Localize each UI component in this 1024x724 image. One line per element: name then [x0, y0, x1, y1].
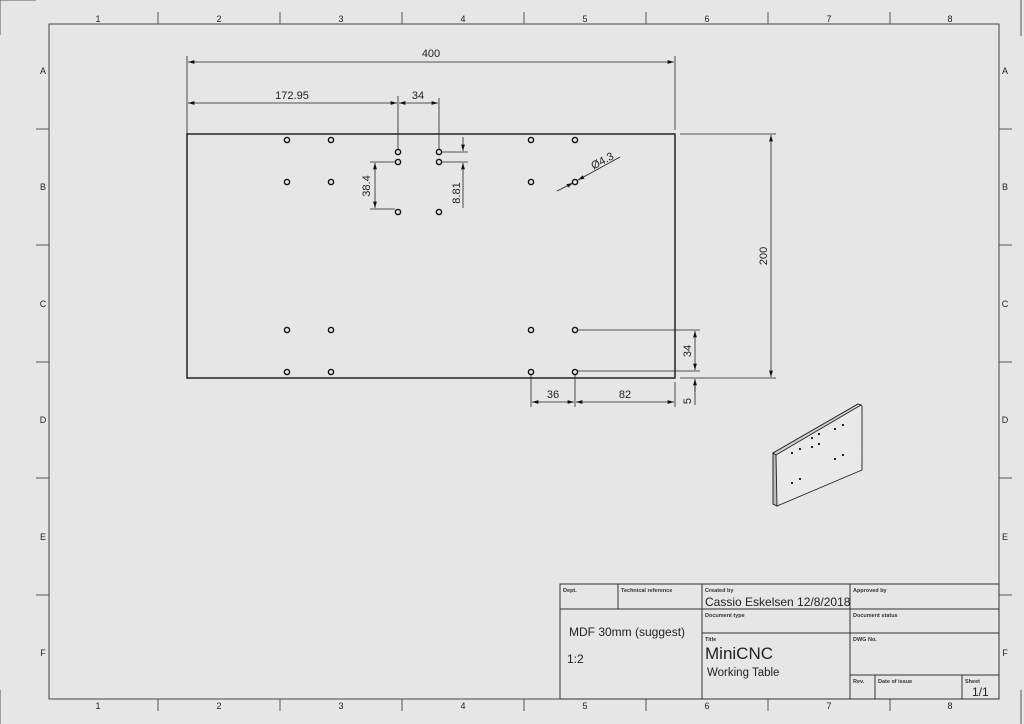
svg-text:5: 5	[582, 701, 587, 711]
svg-text:4: 4	[460, 14, 465, 24]
tb-title-label: Title	[705, 637, 716, 643]
svg-text:5: 5	[582, 14, 587, 24]
svg-text:1: 1	[95, 14, 100, 24]
zone-ticks	[36, 12, 1012, 711]
svg-text:E: E	[40, 532, 46, 542]
svg-text:A: A	[1002, 66, 1008, 76]
dim-offset-left: 172.95	[275, 90, 309, 102]
working-table-plate	[186, 133, 676, 379]
svg-text:6: 6	[704, 701, 709, 711]
tb-title-value: MiniCNC	[705, 644, 773, 663]
tb-created-by-label: Created by	[705, 588, 734, 594]
svg-text:1: 1	[95, 701, 100, 711]
tb-sheet-value: 1/1	[972, 685, 989, 699]
dim-edge-offset: 5	[682, 398, 694, 404]
tb-sheet-label: Sheet	[965, 679, 980, 685]
svg-text:F: F	[40, 648, 46, 658]
tb-subtitle-value: Working Table	[707, 667, 779, 679]
svg-text:2: 2	[216, 14, 221, 24]
dimension-lines	[186, 56, 776, 407]
tb-material: MDF 30mm (suggest)	[569, 625, 685, 639]
tb-scale: 1:2	[567, 652, 584, 666]
svg-text:7: 7	[826, 14, 831, 24]
svg-text:E: E	[1002, 532, 1008, 542]
tb-doc-type-label: Document type	[705, 613, 745, 619]
svg-text:C: C	[1002, 299, 1009, 309]
dimension-labels: 400 172.95 34 38.4 8.81 Ø4.3 200 34 5 36…	[275, 48, 770, 404]
dim-hole-pair-x: 36	[547, 389, 559, 401]
tb-rev-label: Rev.	[853, 679, 865, 685]
svg-text:A: A	[40, 66, 46, 76]
svg-text:3: 3	[338, 701, 343, 711]
svg-text:2: 2	[216, 701, 221, 711]
mounting-holes	[283, 136, 579, 376]
svg-text:D: D	[1002, 415, 1009, 425]
drawing-border	[48, 23, 1000, 700]
tb-dwg-no-label: DWG No.	[853, 637, 877, 643]
tb-tech-ref-label: Technical reference	[621, 588, 672, 594]
svg-text:3: 3	[338, 14, 343, 24]
tb-dept-label: Dept.	[563, 588, 577, 594]
svg-text:C: C	[40, 299, 47, 309]
tb-created-by-value: Cassio Eskelsen 12/8/2018	[705, 595, 851, 609]
svg-text:4: 4	[460, 701, 465, 711]
svg-text:F: F	[1002, 648, 1008, 658]
dim-overall-width: 400	[422, 48, 440, 60]
tb-date-issue-label: Date of issue	[878, 679, 912, 685]
title-block	[559, 583, 1000, 700]
dim-overall-height: 200	[758, 247, 770, 265]
tb-doc-status-label: Document status	[853, 613, 898, 619]
svg-text:D: D	[40, 415, 47, 425]
dim-hole-spacing-x: 34	[412, 90, 424, 102]
dim-hole-spacing-y: 38.4	[361, 175, 373, 196]
svg-text:B: B	[1002, 182, 1008, 192]
svg-text:7: 7	[826, 701, 831, 711]
dim-small-offset: 8.81	[451, 182, 463, 203]
tb-approved-by-label: Approved by	[853, 588, 888, 594]
svg-text:8: 8	[947, 701, 952, 711]
svg-text:8: 8	[947, 14, 952, 24]
row-labels: A B C D E F A B C D E F	[40, 66, 1009, 658]
svg-text:B: B	[40, 182, 46, 192]
svg-text:6: 6	[704, 14, 709, 24]
dim-edge-spacing-y: 34	[682, 345, 694, 357]
isometric-view	[772, 403, 863, 507]
dim-hole-diameter: Ø4.3	[589, 150, 616, 172]
dim-edge-distance-x: 82	[619, 389, 631, 401]
